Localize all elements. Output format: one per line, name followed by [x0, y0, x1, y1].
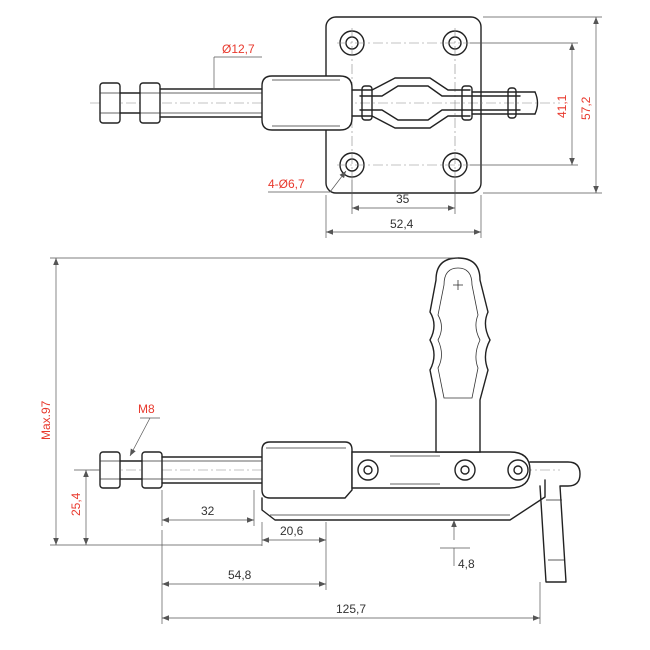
- base-to-front-label: 54,8: [228, 568, 252, 582]
- top-view: Ø12,7 4-Ø6,7 35 52,4 41,1 57,2: [90, 16, 602, 238]
- hole-spacing-y-label: 41,1: [555, 94, 569, 118]
- clamp-handle: [429, 257, 491, 453]
- clamp-body-top: [261, 75, 353, 131]
- side-view: M8 Max.97 25,4 32 20,6 54,8 125,7: [39, 257, 581, 624]
- lock-nut-top: [99, 82, 161, 124]
- plate-height-label: 57,2: [579, 96, 593, 120]
- stroke-length-label: 32: [201, 504, 215, 518]
- body-offset-label: 20,6: [280, 524, 304, 538]
- clamp-spindle-tip: [529, 461, 581, 583]
- linkage-side: [351, 451, 531, 489]
- mounting-holes: [339, 30, 468, 178]
- base-thickness-label: 4,8: [458, 557, 475, 571]
- plate-width-label: 52,4: [390, 217, 414, 231]
- base-height-label: 25,4: [69, 492, 83, 516]
- overall-length-label: 125,7: [336, 602, 366, 616]
- base-plate-side: [261, 479, 546, 521]
- clamp-body-side: [261, 441, 353, 499]
- lock-nut-side: [99, 451, 163, 489]
- linkage-top: [351, 77, 539, 129]
- hole-spacing-x-label: 35: [396, 192, 410, 206]
- mounting-holes-label: 4-Ø6,7: [268, 177, 305, 191]
- thread-label: M8: [138, 402, 155, 416]
- rod-diameter-label: Ø12,7: [222, 42, 255, 56]
- max-height-label: Max.97: [39, 400, 53, 440]
- plunger-rod-side: [161, 456, 285, 484]
